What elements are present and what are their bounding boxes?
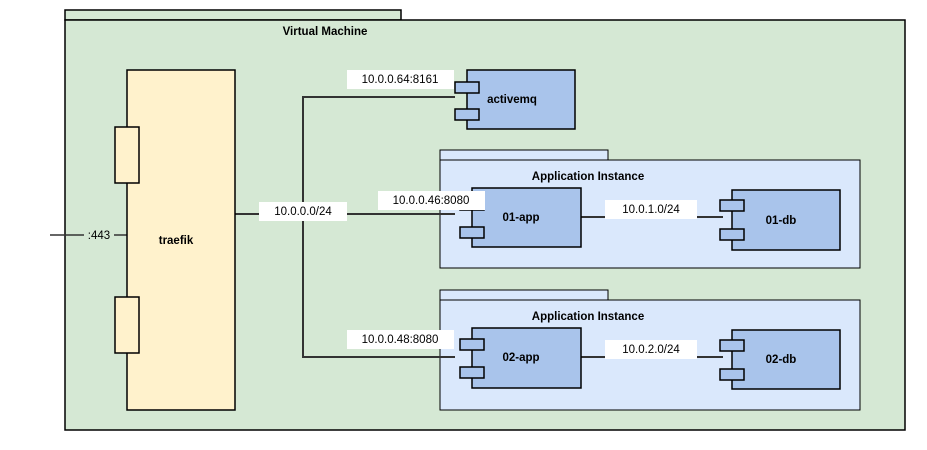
edge-label-app-01-address: 10.0.0.46:8080 — [378, 191, 485, 210]
app-02-label: 02-app — [502, 352, 539, 364]
port-443-label: :443 — [88, 230, 110, 242]
traefik-port-bottom — [114, 296, 140, 354]
edge-label-db-02-subnet: 10.0.2.0/24 — [605, 340, 697, 359]
svg-text:10.0.0.46:8080: 10.0.0.46:8080 — [393, 195, 470, 207]
svg-text:10.0.1.0/24: 10.0.1.0/24 — [622, 204, 680, 216]
svg-text:10.0.0.48:8080: 10.0.0.48:8080 — [362, 334, 439, 346]
svg-text:10.0.0.64:8161: 10.0.0.64:8161 — [362, 74, 439, 86]
traefik-label: traefik — [159, 235, 194, 247]
activemq-label: activemq — [487, 94, 537, 106]
port-443-label-box: :443 — [84, 227, 114, 243]
edge-label-activemq-address: 10.0.0.64:8161 — [347, 70, 454, 89]
edge-label-app-02-address: 10.0.0.48:8080 — [347, 330, 454, 349]
instance-1-title: Application Instance — [532, 171, 644, 183]
instance-2-title: Application Instance — [532, 311, 644, 323]
edge-label-db-01-subnet: 10.0.1.0/24 — [605, 200, 697, 219]
edge-label-subnet: 10.0.0.0/24 — [259, 202, 347, 221]
app-01-component: 01-app — [459, 187, 582, 248]
db-02-label: 02-db — [766, 354, 797, 366]
traefik-port-top — [114, 126, 140, 184]
app-01-label: 01-app — [502, 212, 539, 224]
svg-text:10.0.0.0/24: 10.0.0.0/24 — [274, 206, 332, 218]
edge-traefik-02-app — [302, 214, 455, 358]
db-01-component: 01-db — [719, 189, 841, 251]
db-01-label: 01-db — [766, 215, 797, 227]
vm-title: Virtual Machine — [283, 26, 368, 38]
svg-text:10.0.2.0/24: 10.0.2.0/24 — [622, 344, 680, 356]
app-02-component: 02-app — [459, 327, 582, 389]
traefik-component: traefik — [114, 69, 236, 411]
activemq-component: activemq — [454, 69, 576, 130]
db-02-component: 02-db — [719, 329, 841, 390]
